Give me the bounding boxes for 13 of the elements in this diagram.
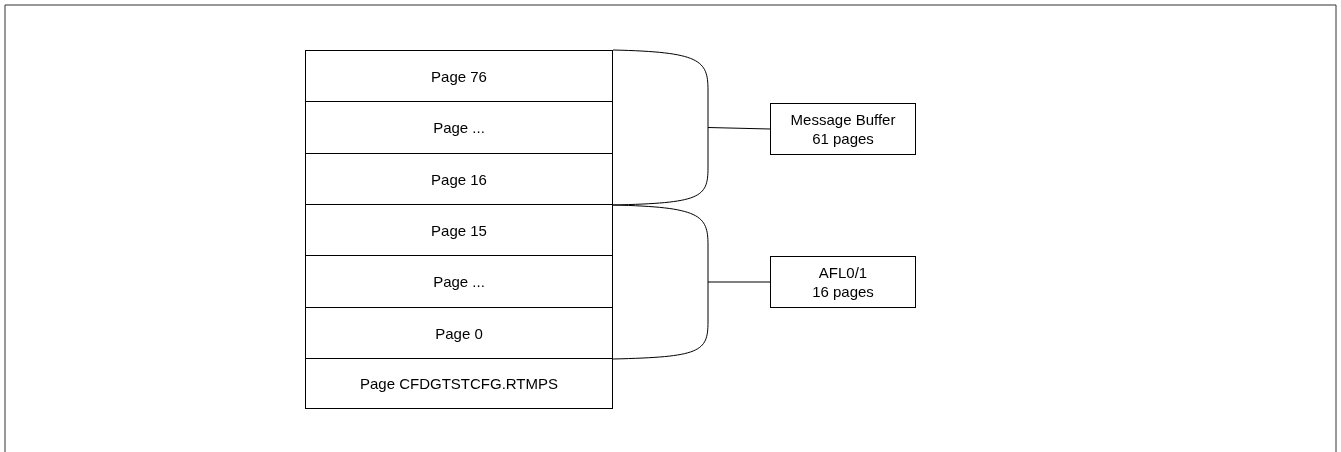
- memory-page-row: Page ...: [305, 101, 613, 154]
- memory-page-row: Page 16: [305, 153, 613, 205]
- bracket: [612, 49, 709, 206]
- region-box: Message Buffer 61 pages: [770, 103, 916, 155]
- connector-line: [707, 127, 771, 130]
- memory-page-row: Page ...: [305, 255, 613, 308]
- bracket: [612, 204, 709, 360]
- memory-page-row: Page 15: [305, 204, 613, 256]
- memory-page-row: Page 76: [305, 50, 613, 102]
- memory-page-row: Page 0: [305, 307, 613, 359]
- region-box: AFL0/1 16 pages: [770, 256, 916, 308]
- connector-line: [707, 281, 771, 283]
- memory-page-row: Page CFDGTSTCFG.RTMPS: [305, 358, 613, 409]
